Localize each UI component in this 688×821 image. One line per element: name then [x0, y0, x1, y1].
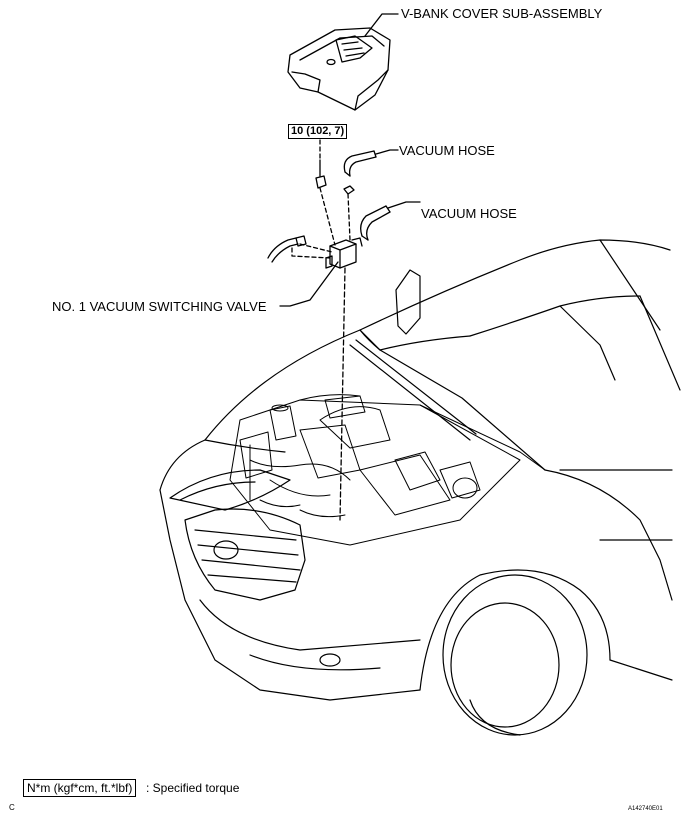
- vacuum-hose-2-leader: [387, 201, 421, 209]
- vacuum-hose-1-leader: [375, 149, 399, 155]
- torque-spec-box: 10 (102, 7): [288, 124, 348, 139]
- left-connector-part: [267, 235, 307, 263]
- engine-bay: [229, 394, 546, 546]
- vacuum-hose-label-1: VACUUM HOSE: [399, 143, 495, 158]
- v-bank-cover-part: [287, 27, 391, 111]
- vacuum-hose-label-2: VACUUM HOSE: [421, 206, 517, 221]
- vsv-part: [325, 237, 363, 269]
- legend-description: : Specified torque: [146, 781, 240, 795]
- car-body: [159, 239, 681, 736]
- vacuum-hose-1-part: [343, 150, 377, 195]
- bolt-part: [315, 159, 327, 189]
- vsv-label: NO. 1 VACUUM SWITCHING VALVE: [52, 299, 267, 314]
- vacuum-hose-2-part: [360, 205, 391, 241]
- vsv-leader: [279, 261, 339, 307]
- v-bank-cover-leader: [364, 13, 399, 37]
- figure-id: A142740E01: [628, 806, 663, 812]
- legend-unit-box: N*m (kgf*cm, ft.*lbf): [23, 779, 137, 798]
- section-code: C: [9, 803, 15, 812]
- v-bank-cover-label: V-BANK COVER SUB-ASSEMBLY: [401, 6, 603, 21]
